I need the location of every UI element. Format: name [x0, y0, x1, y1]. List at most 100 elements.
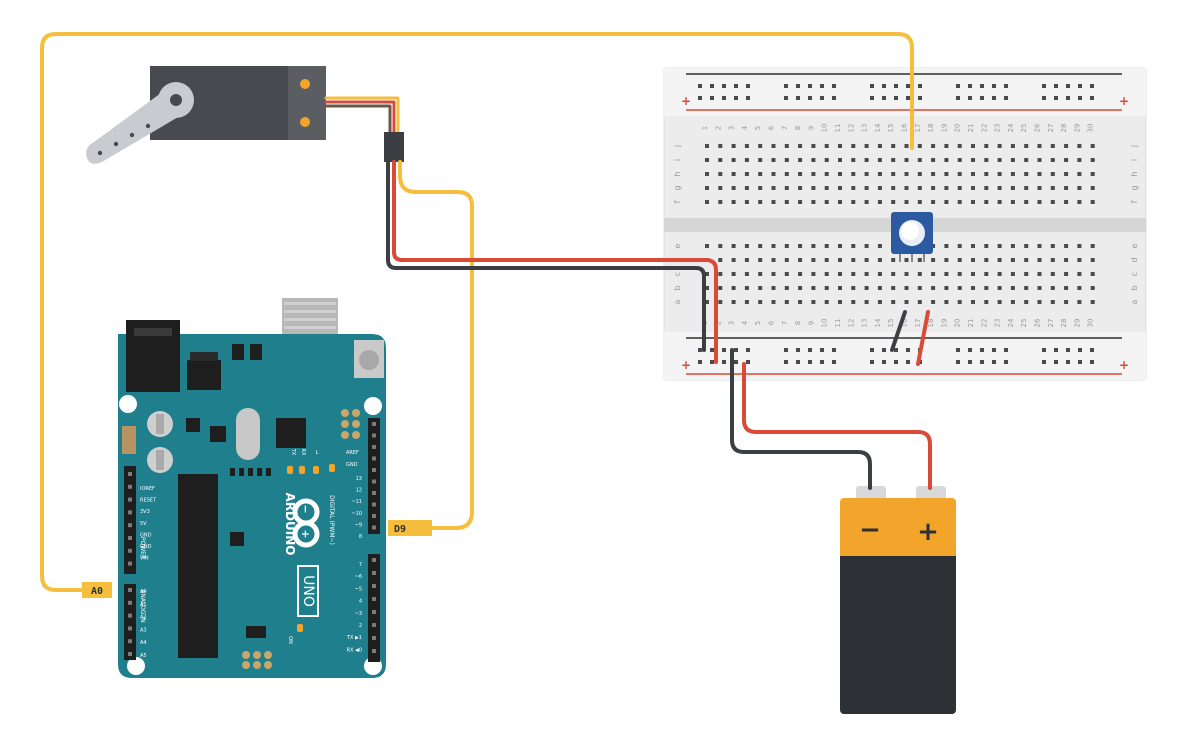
- wire-pot-power: [916, 310, 930, 366]
- breadboard-column-label: 26: [1034, 123, 1042, 132]
- wire-pot-ground: [890, 310, 907, 352]
- breadboard-column-label: 7: [781, 321, 789, 325]
- breadboard-column-label: 22: [980, 124, 988, 133]
- digital-pin-label: 8: [359, 534, 362, 540]
- breadboard-row-label: j: [673, 145, 682, 148]
- breadboard-column-label: 5: [754, 126, 762, 130]
- wire-battery-negative: [730, 348, 872, 490]
- analog-pin-label: A5: [140, 653, 147, 659]
- breadboard-top-grid: [705, 144, 1095, 204]
- breadboard-row-label: b: [673, 285, 682, 290]
- digital-pin-label: ~5: [355, 586, 362, 592]
- breadboard-column-label: 10: [821, 124, 829, 133]
- servo-connector: [384, 132, 404, 162]
- breadboard-column-label: 21: [967, 124, 975, 133]
- crystal-oscillator: [236, 408, 260, 460]
- breadboard-column-label: 6: [768, 320, 776, 325]
- breadboard-column-label: 16: [901, 123, 909, 132]
- breadboard-column-label: 22: [980, 319, 988, 328]
- breadboard-column-label: 18: [927, 319, 935, 328]
- battery-9v: − +: [840, 486, 956, 714]
- rail-plus-label: +: [681, 94, 691, 108]
- wire-a0-signal: [40, 32, 914, 592]
- digital-pin-label: ~9: [355, 522, 362, 528]
- breadboard-column-label: 25: [1020, 124, 1028, 133]
- breadboard-row-label: e: [1130, 243, 1139, 248]
- aref-label: AREF: [346, 450, 359, 456]
- breadboard-column-label: 11: [834, 124, 842, 133]
- mounting-hole: [119, 395, 137, 413]
- pin-tag-d9-label: D9: [394, 524, 406, 535]
- analog-pin-label: A2: [140, 615, 147, 621]
- power-pin-label: GND: [140, 532, 152, 538]
- servo-lead-ground: [324, 104, 392, 136]
- breadboard-column-label: 29: [1073, 319, 1081, 328]
- breadboard-column-label: 27: [1047, 124, 1055, 133]
- breadboard-column-label: 3: [728, 126, 736, 130]
- breadboard-row-label: f: [673, 200, 682, 203]
- breadboard-column-label: 30: [1087, 124, 1095, 133]
- digital-pin-label: RX ◀0: [346, 647, 362, 653]
- breadboard-row-label: h: [1130, 171, 1139, 176]
- digital-pin-label: ~11: [351, 499, 362, 505]
- breadboard-row-label: a: [1130, 299, 1139, 304]
- breadboard-row-label: c: [673, 272, 682, 276]
- uno-model-text: UNO: [300, 575, 316, 607]
- digital-pin-label: ~3: [355, 611, 362, 617]
- breadboard-row-label: g: [673, 185, 682, 190]
- potentiometer: [891, 212, 933, 262]
- breadboard-column-label: 5: [754, 321, 762, 325]
- digital-header-high: [368, 418, 380, 534]
- breadboard-column-label: 12: [847, 319, 855, 328]
- breadboard-column-label: 25: [1020, 319, 1028, 328]
- analog-header-label: ANALOG IN: [139, 589, 146, 622]
- battery-plus-label: +: [917, 517, 939, 547]
- arduino-logo: − +: [292, 498, 320, 548]
- analog-pin-label: A1: [140, 602, 147, 608]
- digital-pin-label: ~10: [351, 511, 362, 517]
- usb-chip: [276, 418, 306, 448]
- wire-servo-ground: [386, 160, 706, 352]
- digital-header-label: DIGITAL (PWM~): [328, 495, 335, 545]
- wire-d9-signal: [398, 160, 474, 530]
- battery-minus-label: −: [859, 515, 881, 545]
- breadboard-row-label: g: [1130, 185, 1139, 190]
- power-header-label: POWER: [139, 537, 146, 559]
- servo-terminal: [300, 117, 310, 127]
- breadboard-column-label: 2: [714, 126, 722, 130]
- breadboard-column-label: 8: [794, 126, 802, 130]
- top-rail-holes: [698, 84, 1094, 100]
- on-led-label: ON: [287, 636, 293, 644]
- breadboard-column-label: 8: [794, 321, 802, 325]
- breadboard-column-label: 29: [1073, 124, 1081, 133]
- power-pin-label: RESET: [140, 498, 157, 504]
- breadboard-column-label: 21: [967, 319, 975, 328]
- breadboard-column-label: 28: [1060, 124, 1068, 133]
- breadboard-column-label: 23: [994, 124, 1002, 133]
- svg-text:+: +: [299, 529, 312, 538]
- breadboard-row-label: b: [1130, 285, 1139, 290]
- rail-plus-label: +: [1119, 358, 1129, 372]
- mounting-hole: [127, 657, 145, 675]
- breadboard-column-label: 24: [1007, 123, 1015, 132]
- rail-plus-label: +: [1119, 94, 1129, 108]
- servo-lead-signal: [324, 96, 400, 136]
- power-pin-label: 3V3: [140, 509, 150, 515]
- fuse: [122, 426, 136, 454]
- breadboard-column-label: 4: [741, 320, 749, 325]
- breadboard-bottom-grid: [705, 244, 1095, 304]
- power-header: [124, 466, 136, 574]
- wire-servo-power: [392, 160, 718, 364]
- arduino-uno-board: − + ARDUINO UNO DIGITAL (PWM~) POWER ANA…: [118, 298, 386, 678]
- breadboard-column-label: 20: [954, 319, 962, 328]
- voltage-regulator: [187, 360, 221, 390]
- battery-body: [840, 556, 956, 714]
- breadboard-column-label: 9: [807, 126, 815, 130]
- breadboard-column-label: 12: [847, 124, 855, 133]
- l-led-label: L: [316, 450, 319, 456]
- breadboard-column-label: 14: [874, 318, 882, 327]
- digital-pin-label: 7: [359, 562, 362, 568]
- digital-header-low: [368, 554, 380, 662]
